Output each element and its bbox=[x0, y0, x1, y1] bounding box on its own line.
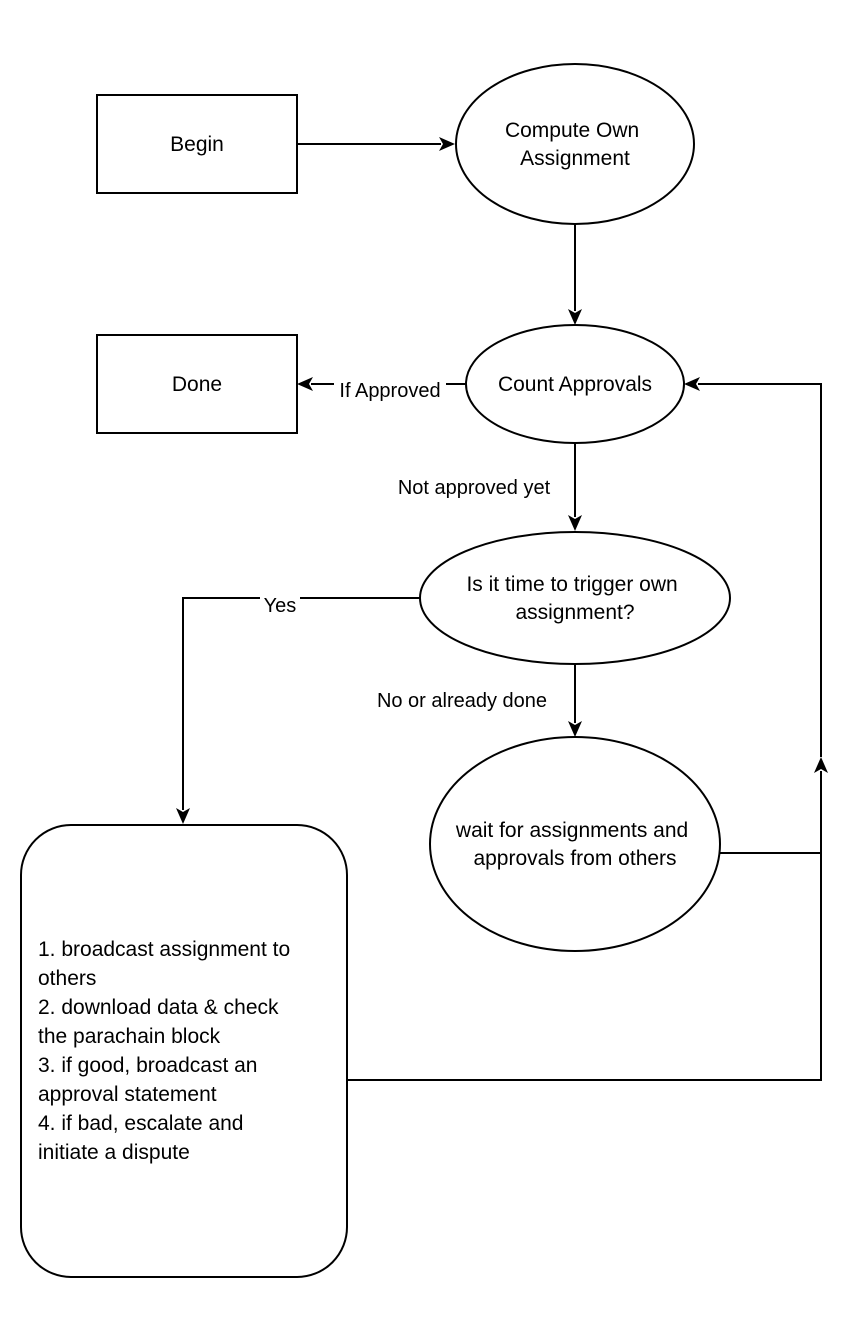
svg-text:Is it time to trigger own: Is it time to trigger own assignment? bbox=[466, 573, 683, 624]
node-done-label: Done bbox=[172, 373, 222, 396]
node-actions-line-5: 3. if good, broadcast an bbox=[38, 1054, 258, 1077]
node-wait: wait for assignments and approvals from … bbox=[429, 736, 721, 952]
svg-text:Compute Own Assignment: Compute Own Assignment bbox=[505, 119, 645, 170]
edge-count-to-done: If Approved bbox=[297, 374, 466, 402]
node-actions-line-6: approval statement bbox=[38, 1083, 217, 1106]
node-actions-line-1: 1. broadcast assignment to bbox=[38, 938, 290, 961]
node-done: Done bbox=[96, 334, 298, 434]
edge-wait-to-loop bbox=[720, 757, 828, 854]
arrowhead-icon bbox=[568, 309, 582, 325]
node-begin: Begin bbox=[96, 94, 298, 194]
arrowhead-icon bbox=[814, 757, 828, 773]
edge-trigger-to-actions: Yes bbox=[176, 592, 420, 824]
node-actions-line-3: 2. download data & check bbox=[38, 996, 279, 1019]
node-trigger-label-line-2: assignment? bbox=[515, 601, 634, 624]
edge-trigger-to-wait: No or already done bbox=[377, 664, 582, 737]
node-actions-line-4: the parachain block bbox=[38, 1025, 221, 1048]
edge-label-not-approved-yet: Not approved yet bbox=[398, 477, 551, 499]
node-begin-label: Begin bbox=[170, 133, 224, 156]
arrowhead-icon bbox=[176, 808, 190, 824]
edge-loop-to-count bbox=[684, 377, 822, 757]
node-compute-label-line-2: Assignment bbox=[520, 147, 630, 170]
node-actions-line-8: initiate a dispute bbox=[38, 1141, 190, 1164]
node-actions-line-2: others bbox=[38, 967, 96, 990]
arrowhead-icon bbox=[568, 515, 582, 531]
edge-compute-to-count bbox=[568, 224, 582, 325]
edge-label-if-approved: If Approved bbox=[339, 380, 440, 402]
node-count-approvals: Count Approvals bbox=[465, 324, 685, 444]
edge-actions-to-loop bbox=[347, 771, 822, 1081]
node-actions: 1. broadcast assignment to others 2. dow… bbox=[20, 824, 348, 1278]
edge-count-to-trigger: Not approved yet bbox=[398, 443, 582, 531]
node-count-label: Count Approvals bbox=[498, 373, 652, 396]
node-wait-label-line-2: approvals from others bbox=[473, 847, 676, 870]
node-trigger-decision: Is it time to trigger own assignment? bbox=[419, 531, 731, 665]
arrowhead-icon bbox=[684, 377, 700, 391]
svg-text:wait for assignments and: wait for assignments and approvals from … bbox=[455, 819, 694, 870]
edge-begin-to-compute bbox=[297, 137, 455, 151]
edge-label-yes: Yes bbox=[264, 595, 297, 617]
svg-text:1. broadcast assignment to: 1. broadcast assignment to others 2. dow… bbox=[38, 938, 296, 1164]
arrowhead-icon bbox=[439, 137, 455, 151]
arrowhead-icon bbox=[568, 721, 582, 737]
node-wait-label-line-1: wait for assignments and bbox=[455, 819, 688, 842]
node-trigger-label-line-1: Is it time to trigger own bbox=[466, 573, 677, 596]
edge-label-no-or-already-done: No or already done bbox=[377, 690, 547, 712]
node-compute-own-assignment: Compute Own Assignment bbox=[455, 63, 695, 225]
arrowhead-icon bbox=[297, 377, 313, 391]
node-actions-line-7: 4. if bad, escalate and bbox=[38, 1112, 243, 1135]
node-compute-label-line-1: Compute Own bbox=[505, 119, 639, 142]
